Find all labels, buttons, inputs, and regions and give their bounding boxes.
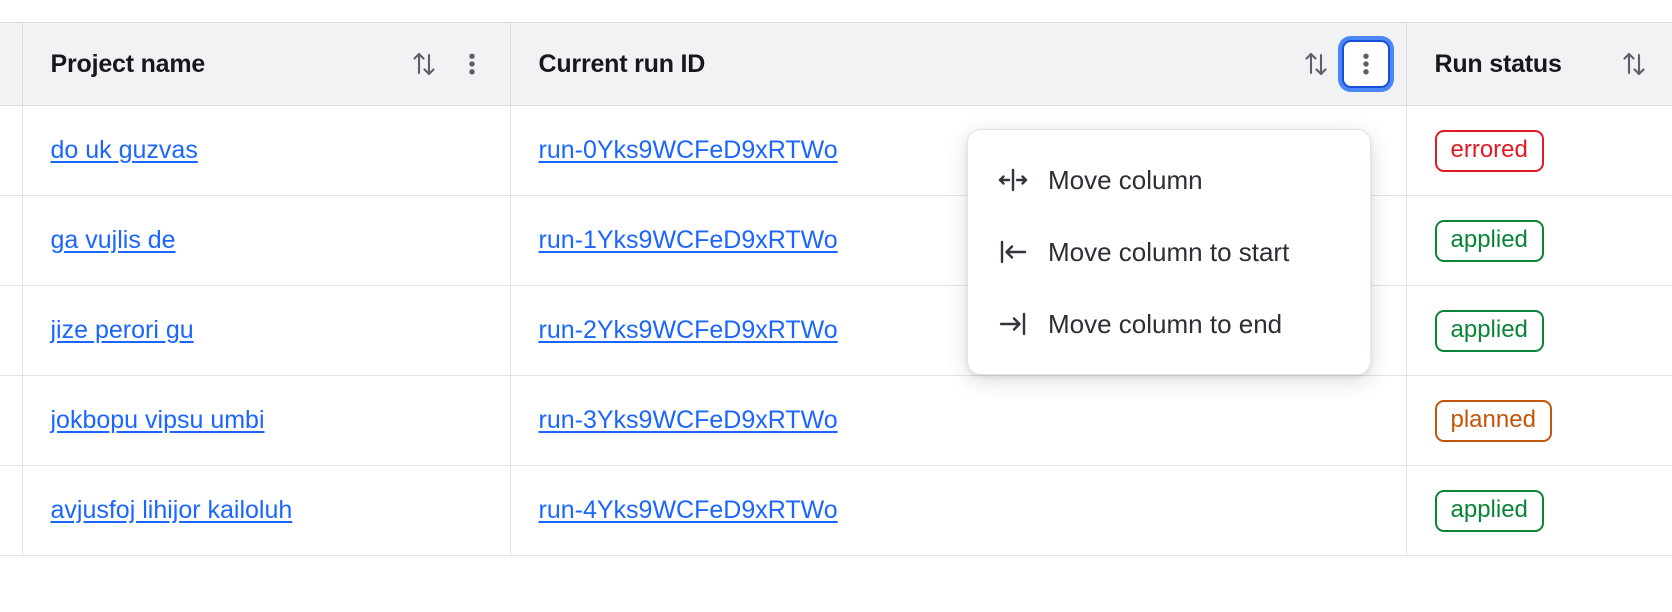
- project-name-link[interactable]: jize perori gu: [50, 316, 194, 344]
- run-id-link[interactable]: run-2Yks9WCFeD9xRTWo: [538, 316, 838, 344]
- run-id-link[interactable]: run-1Yks9WCFeD9xRTWo: [538, 226, 838, 254]
- project-name-link[interactable]: jokbopu vipsu umbi: [50, 406, 265, 434]
- table-row: ga vujlis de run-1Yks9WCFeD9xRTWo applie…: [0, 195, 1672, 286]
- cell-project-name: jize perori gu: [22, 285, 511, 376]
- cell-run-status: errored: [1406, 105, 1672, 196]
- column-context-menu: Move column Move column to start Move co…: [967, 129, 1371, 375]
- column-actions-run-status: [1612, 42, 1656, 86]
- menu-item-move-column-to-start[interactable]: Move column to start: [968, 216, 1370, 288]
- menu-item-move-column-to-end[interactable]: Move column to end: [968, 288, 1370, 360]
- column-header-project-name[interactable]: Project name: [22, 22, 511, 106]
- row-gutter: [0, 465, 23, 556]
- cell-current-run-id: run-3Yks9WCFeD9xRTWo: [510, 375, 1407, 466]
- column-header-run-status[interactable]: Run status: [1406, 22, 1672, 106]
- project-name-link[interactable]: ga vujlis de: [50, 226, 176, 254]
- cell-project-name: do uk guzvas: [22, 105, 511, 196]
- status-badge: errored: [1434, 129, 1544, 172]
- table-body: do uk guzvas run-0Yks9WCFeD9xRTWo errore…: [0, 105, 1672, 556]
- move-to-end-icon: [996, 307, 1030, 341]
- row-gutter: [0, 375, 23, 466]
- status-badge: planned: [1434, 399, 1552, 442]
- cell-run-status: applied: [1406, 465, 1672, 556]
- table-screen: Project name: [0, 22, 1672, 612]
- cell-current-run-id: run-4Yks9WCFeD9xRTWo: [510, 465, 1407, 556]
- table-row: avjusfoj lihijor kailoluh run-4Yks9WCFeD…: [0, 465, 1672, 556]
- menu-item-label: Move column to start: [1048, 236, 1290, 267]
- menu-item-move-column[interactable]: Move column: [968, 144, 1370, 216]
- cell-run-status: applied: [1406, 195, 1672, 286]
- move-to-start-icon: [996, 235, 1030, 269]
- sort-updown-icon-project-name[interactable]: [402, 42, 446, 86]
- run-id-link[interactable]: run-0Yks9WCFeD9xRTWo: [538, 136, 838, 164]
- cell-project-name: ga vujlis de: [22, 195, 511, 286]
- row-gutter: [0, 105, 23, 196]
- column-actions-project-name: [402, 42, 494, 86]
- project-name-link[interactable]: do uk guzvas: [50, 136, 198, 164]
- status-badge: applied: [1434, 489, 1544, 532]
- cell-run-status: applied: [1406, 285, 1672, 376]
- run-id-link[interactable]: run-4Yks9WCFeD9xRTWo: [538, 496, 838, 524]
- column-header-current-run-id[interactable]: Current run ID: [510, 22, 1407, 106]
- column-header-label-current-run-id: Current run ID: [538, 49, 706, 78]
- cell-project-name: jokbopu vipsu umbi: [22, 375, 511, 466]
- sort-updown-icon-current-run-id[interactable]: [1294, 42, 1338, 86]
- status-badge: applied: [1434, 309, 1544, 352]
- projects-table: Project name: [0, 22, 1672, 556]
- column-actions-current-run-id: [1294, 40, 1390, 88]
- column-header-label-project-name: Project name: [50, 49, 206, 78]
- menu-item-label: Move column to end: [1048, 308, 1283, 339]
- table-row: do uk guzvas run-0Yks9WCFeD9xRTWo errore…: [0, 105, 1672, 196]
- kebab-menu-icon-current-run-id[interactable]: [1341, 40, 1390, 88]
- table-header-row: Project name: [0, 22, 1672, 106]
- column-header-label-run-status: Run status: [1434, 49, 1562, 78]
- row-gutter: [0, 195, 23, 286]
- kebab-menu-icon-project-name[interactable]: [450, 42, 494, 86]
- table-row: jize perori gu run-2Yks9WCFeD9xRTWo appl…: [0, 285, 1672, 376]
- run-id-link[interactable]: run-3Yks9WCFeD9xRTWo: [538, 406, 838, 434]
- status-badge: applied: [1434, 219, 1544, 262]
- row-select-header: [0, 22, 23, 106]
- move-column-icon: [996, 163, 1030, 197]
- table-row: jokbopu vipsu umbi run-3Yks9WCFeD9xRTWo …: [0, 375, 1672, 466]
- project-name-link[interactable]: avjusfoj lihijor kailoluh: [50, 496, 293, 524]
- table-header: Project name: [0, 22, 1672, 106]
- cell-project-name: avjusfoj lihijor kailoluh: [22, 465, 511, 556]
- row-gutter: [0, 285, 23, 376]
- sort-updown-icon-run-status[interactable]: [1612, 42, 1656, 86]
- menu-item-label: Move column: [1048, 164, 1203, 195]
- cell-run-status: planned: [1406, 375, 1672, 466]
